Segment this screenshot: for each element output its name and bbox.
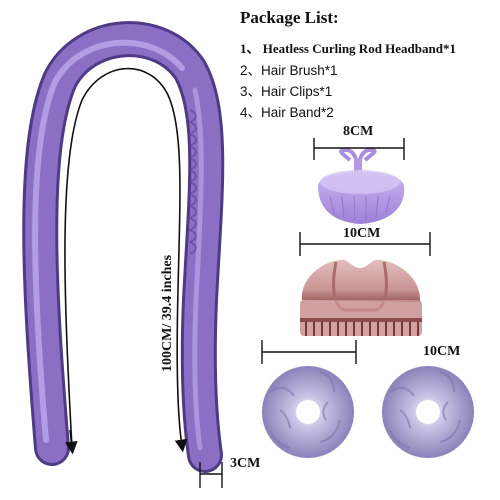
scrunchie-right bbox=[382, 366, 474, 458]
brush-width-label: 8CM bbox=[343, 124, 374, 139]
hair-clip bbox=[300, 259, 422, 336]
package-item-3: 3、Hair Clips*1 bbox=[240, 84, 333, 99]
clip-width-dimension bbox=[299, 232, 431, 256]
rod-length-arrow bbox=[64, 67, 188, 455]
curling-rod-headband bbox=[22, 21, 225, 473]
package-list-title: Package List: bbox=[240, 8, 339, 27]
scrunchie-left bbox=[262, 366, 354, 458]
package-item-1: 1、 Heatless Curling Rod Headband*1 bbox=[240, 41, 456, 56]
scrunchie-width-dimension bbox=[261, 340, 357, 364]
rod-length-label: 100CM/ 39.4 inches bbox=[160, 254, 175, 372]
rod-thickness-label: 3CM bbox=[230, 456, 261, 471]
brush-width-dimension bbox=[313, 138, 405, 160]
package-item-2: 2、Hair Brush*1 bbox=[240, 63, 338, 78]
scrunchie-width-label: 10CM bbox=[423, 344, 461, 359]
hair-brush bbox=[318, 147, 405, 224]
rod-thickness-dimension bbox=[199, 462, 223, 488]
clip-width-label: 10CM bbox=[343, 226, 381, 241]
package-item-4: 4、Hair Band*2 bbox=[240, 105, 334, 120]
